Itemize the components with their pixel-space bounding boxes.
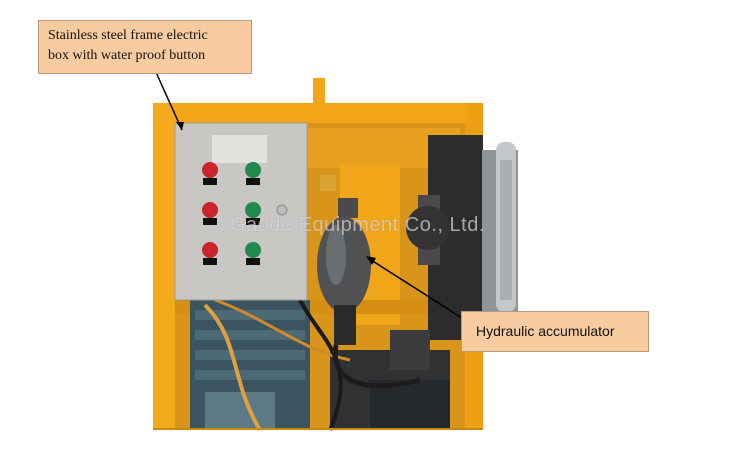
electric-box-callout-line1: Stainless steel frame electric — [48, 28, 208, 43]
leader-line-accumulator — [367, 257, 463, 319]
red-button-1 — [202, 162, 218, 185]
machine — [153, 78, 518, 432]
electric-box — [174, 122, 308, 301]
steel-frame — [153, 103, 483, 123]
hydraulic-accumulator — [317, 175, 421, 389]
red-button-3 — [202, 242, 218, 265]
green-button-3 — [245, 242, 261, 265]
accumulator-callout: Hydraulic accumulator — [461, 311, 649, 352]
red-button-2 — [202, 202, 218, 225]
green-button-2 — [245, 202, 261, 225]
leader-line-electric-box — [154, 69, 183, 131]
electric-box-callout: Stainless steel frame electric box with … — [38, 20, 252, 74]
electric-box-callout-line2: box with water proof button — [48, 48, 206, 63]
green-button-1 — [245, 162, 261, 185]
watermark: Gaode Equipment Co., Ltd. — [230, 214, 485, 236]
